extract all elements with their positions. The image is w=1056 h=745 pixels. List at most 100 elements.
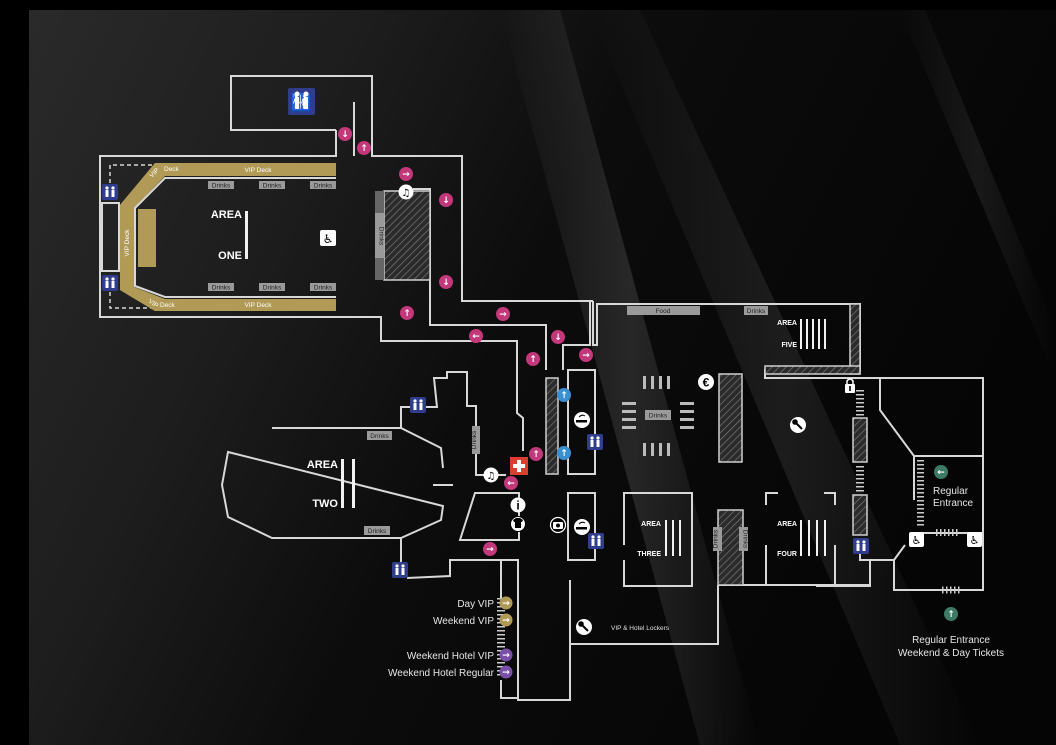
regular-entrance-label-line2: Entrance (933, 498, 973, 509)
toilet-icon (102, 184, 118, 200)
vip-deck-bottom (157, 299, 336, 311)
food-stall: Food (627, 306, 700, 315)
drinks-bar: Drinks (744, 306, 768, 315)
toilet-icon: 🚻 (288, 88, 315, 115)
svg-text:Drinks: Drinks (368, 528, 387, 535)
vip-deck-top-label: VIP Deck (245, 167, 273, 174)
bar-block (852, 417, 868, 463)
drinks-bar: Drinks (259, 181, 285, 190)
vip-route-arrow-right-icon: → (499, 596, 513, 610)
vip-deck-side-label: VIP Deck (124, 229, 131, 257)
svg-text:↑: ↑ (947, 610, 955, 620)
svg-text:→: → (499, 310, 507, 320)
vip-deck-bottom-label: VIP Deck (245, 302, 273, 309)
legend-label: Weekend Hotel VIP (407, 651, 494, 662)
svg-text:←: ← (472, 332, 480, 342)
crowd-flow-arrow-down-icon: ↓ (338, 127, 352, 141)
svg-text:→: → (502, 616, 510, 626)
toilet-icon (587, 434, 603, 450)
vip-deck-corner-bottom-deck: Deck (160, 302, 176, 309)
svg-text:♫: ♫ (487, 471, 496, 482)
vip-deck-corner-top-deck: Deck (164, 166, 180, 173)
drinks-bar: Drinks (364, 526, 390, 535)
drinks-bar-vertical: Drinks (471, 426, 480, 454)
security-lock-icon (845, 378, 855, 393)
lockers-key-icon (576, 619, 592, 635)
crowd-flow-arrow-right-icon: → (483, 542, 497, 556)
crowd-flow-arrow-left-icon: ← (469, 329, 483, 343)
svg-text:♿: ♿ (912, 534, 922, 547)
svg-text:↑: ↑ (529, 355, 537, 365)
wheelchair-icon: ♿ (909, 532, 924, 547)
turnstiles (856, 390, 864, 492)
wheelchair-icon: ♿ (320, 230, 336, 246)
drinks-bar: Drinks (367, 431, 392, 440)
photo-camera-icon (549, 516, 567, 534)
svg-text:↓: ↓ (554, 333, 562, 343)
tickets-entrance-label-line2: Weekend & Day Tickets (898, 648, 1004, 659)
crowd-flow-arrow-up-icon: ↑ (529, 447, 543, 461)
toilet-icon (392, 562, 408, 578)
area-two-wall (220, 427, 445, 539)
toilet-block-wall (230, 75, 593, 302)
vip-route-arrow-right-icon: → (499, 613, 513, 627)
one-way-arrow-up-icon: ↑ (557, 446, 571, 460)
drinks-bar: Drinks (208, 283, 234, 292)
vip-deck-side (120, 163, 165, 311)
svg-text:↑: ↑ (403, 309, 411, 319)
drinks-bar: Drinks (310, 181, 336, 190)
crowd-flow-arrow-up-icon: ↑ (526, 352, 540, 366)
stage-bars (665, 520, 681, 556)
stage-bar (341, 459, 344, 508)
svg-text:Drinks: Drinks (212, 183, 231, 190)
toilet-icon (102, 275, 118, 291)
area-one-label-top: AREA (211, 209, 242, 221)
vip-deck-top (157, 163, 336, 175)
crowd-flow-arrow-left-icon: ← (504, 476, 518, 490)
crowd-flow-arrow-down-icon: ↓ (439, 193, 453, 207)
hall-wall (880, 377, 984, 591)
toilet-icon (853, 538, 869, 554)
svg-text:Drinks: Drinks (370, 433, 389, 440)
svg-text:←: ← (937, 468, 945, 478)
area-two-label-bottom: TWO (312, 498, 338, 510)
svg-text:→: → (582, 351, 590, 361)
info-icon: i (510, 497, 526, 513)
drinks-island: Drinks (622, 376, 694, 456)
legend: Day VIP Weekend VIP Weekend Hotel VIP We… (388, 599, 495, 679)
svg-text:🚻: 🚻 (291, 92, 312, 113)
lockers-key-icon (790, 417, 806, 433)
area-two-label-top: AREA (307, 459, 338, 471)
svg-text:→: → (502, 651, 510, 661)
drinks-bar: Drinks (310, 283, 336, 292)
svg-text:↓: ↓ (442, 196, 450, 206)
svg-text:Drinks: Drinks (649, 413, 668, 420)
svg-text:↑: ↑ (560, 391, 568, 401)
stage-platform (138, 209, 156, 267)
light-sheen (500, 10, 760, 745)
svg-text:←: ← (507, 479, 515, 489)
vip-dashed-boundary (109, 285, 152, 309)
toilet-column (101, 202, 120, 272)
hatched-wall (764, 365, 861, 375)
corridor-wall (562, 301, 591, 370)
svg-text:♿: ♿ (323, 232, 334, 246)
area-five-label-top: AREA (777, 320, 797, 327)
legend-label: Weekend Hotel Regular (388, 668, 495, 679)
lockers-label: VIP & Hotel Lockers (611, 625, 670, 632)
wall (406, 559, 719, 701)
area-one-label-bottom: ONE (218, 250, 242, 262)
one-way-arrow-up-icon: ↑ (557, 388, 571, 402)
svg-text:Drinks: Drinks (314, 183, 333, 190)
crowd-flow-arrow-down-icon: ↓ (439, 275, 453, 289)
entrance-arrow-left-icon: ← (934, 465, 948, 479)
tickets-entrance-label-line1: Regular Entrance (912, 635, 990, 646)
corridor-wall (413, 188, 547, 370)
wheelchair-icon: ♿ (967, 532, 982, 547)
svg-text:↑: ↑ (532, 450, 540, 460)
light-sheen (900, 10, 1056, 380)
toilet-icon (588, 533, 604, 549)
bar-block (545, 377, 559, 475)
entrance-arrow-up-icon: ↑ (944, 607, 958, 621)
